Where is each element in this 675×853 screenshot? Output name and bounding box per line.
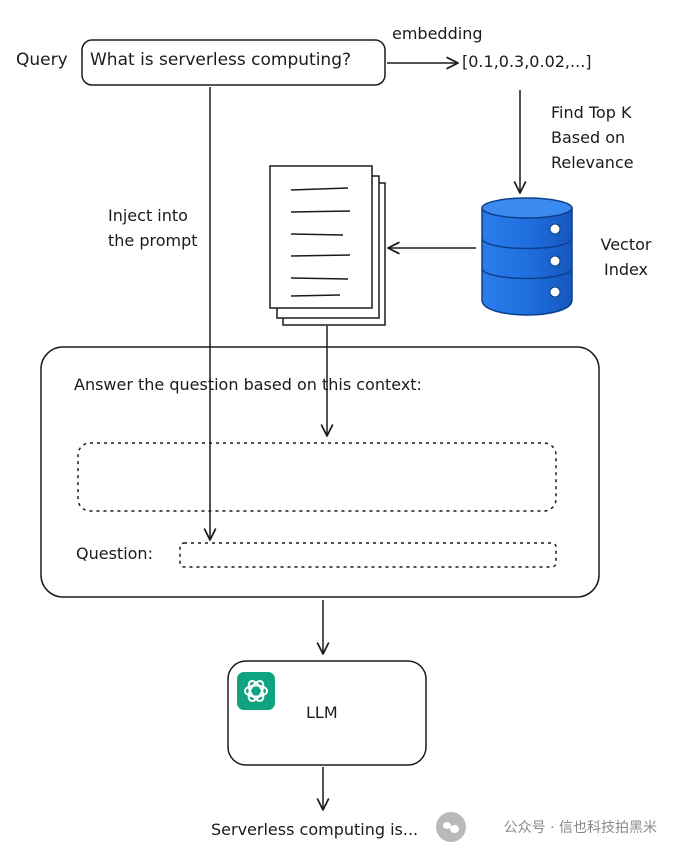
retrieval-label: Find Top K Based on Relevance — [551, 103, 634, 172]
question-label: Question: — [76, 544, 153, 563]
openai-logo-icon — [237, 672, 275, 710]
vector-database-icon — [481, 197, 573, 316]
embedding-label: embedding — [392, 24, 483, 43]
watermark: 公众号 · 信也科技拍黑米 — [503, 820, 657, 836]
output-text: Serverless computing is... — [211, 820, 419, 839]
documents-stack-icon — [269, 165, 386, 326]
query-label: Query — [16, 50, 68, 70]
context-placeholder — [77, 442, 557, 512]
prompt-template-box — [40, 346, 600, 598]
llm-box — [227, 660, 427, 766]
prompt-instruction: Answer the question based on this contex… — [74, 375, 422, 394]
query-text: What is serverless computing? — [90, 50, 352, 70]
llm-label: LLM — [306, 703, 338, 722]
vector-index-label: Vector Index — [600, 235, 652, 279]
chat-bubble-icon — [436, 812, 466, 842]
query-box — [81, 39, 386, 86]
inject-label: Inject into the prompt — [108, 206, 198, 250]
question-placeholder — [179, 542, 557, 568]
embedding-vector: [0.1,0.3,0.02,...] — [462, 52, 592, 71]
